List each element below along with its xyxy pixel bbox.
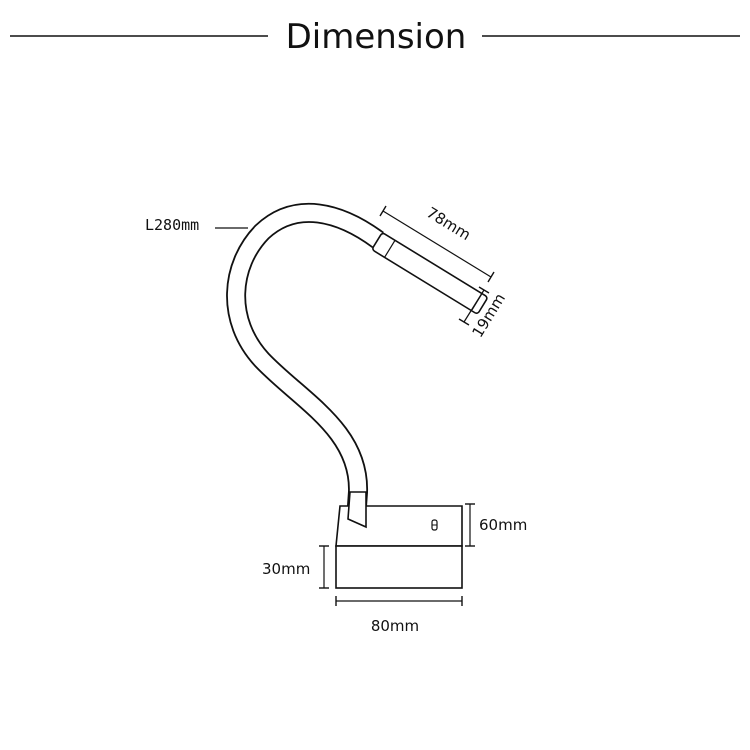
head-length-line — [382, 210, 492, 278]
total-height-label: 60mm — [479, 516, 527, 534]
gooseneck-arm-core — [227, 204, 383, 521]
base-neck-shadow — [347, 518, 367, 528]
head-length-label: 78mm — [423, 203, 474, 244]
lamp-head-collar — [384, 239, 396, 258]
header: Dimension — [10, 17, 740, 57]
lamp-head — [372, 232, 488, 314]
head-diameter-tick-start — [478, 286, 490, 294]
head-length-tick-start — [379, 205, 387, 217]
lamp-head-body — [372, 232, 488, 314]
arm-length-label: L280mm — [145, 216, 199, 234]
page-title: Dimension — [286, 17, 467, 57]
head-length-tick-end — [487, 271, 495, 283]
base-width-label: 80mm — [371, 617, 419, 635]
lamp-base — [335, 491, 463, 589]
lamp-drawing — [226, 202, 488, 589]
head-diameter-line — [463, 289, 485, 323]
base-height-label: 30mm — [262, 560, 310, 578]
head-diameter-tick-end — [458, 318, 470, 326]
base-front-face — [335, 545, 463, 589]
